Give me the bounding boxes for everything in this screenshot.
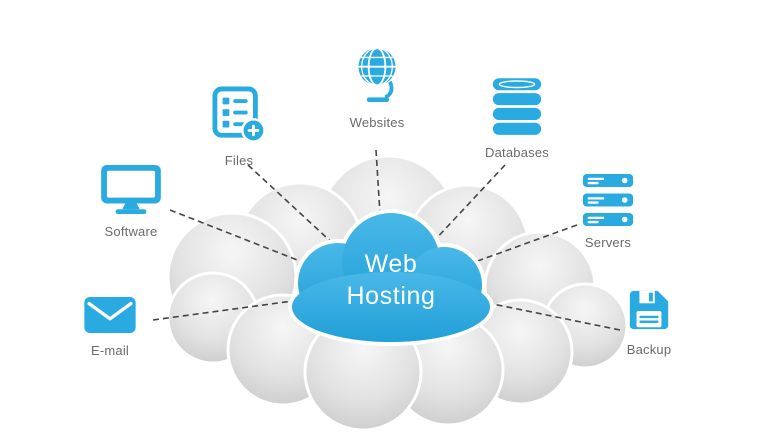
node-label: Backup — [626, 342, 672, 357]
connector-websites — [375, 149, 382, 231]
globe-icon — [358, 47, 396, 102]
database-icon — [492, 78, 542, 135]
node-label: E-mail — [90, 343, 130, 358]
document-add-icon — [212, 86, 266, 143]
envelope-icon — [84, 296, 136, 334]
node-email: E-mail — [60, 296, 160, 358]
gray-cloud — [166, 154, 629, 432]
node-label: Software — [104, 224, 158, 239]
central-cloud-title: Web Hosting — [291, 249, 491, 312]
title-line1: Web — [364, 250, 418, 278]
node-servers: Servers — [558, 174, 658, 250]
monitor-icon — [101, 164, 161, 215]
connector-email — [152, 299, 301, 321]
node-backup: Backup — [599, 287, 699, 357]
server-icon — [582, 174, 634, 226]
title-line2: Hosting — [346, 281, 436, 310]
connector-files — [247, 164, 341, 251]
node-label: Servers — [584, 235, 632, 250]
node-software: Software — [81, 164, 181, 239]
node-files: Files — [189, 86, 289, 168]
connector-software — [169, 209, 311, 266]
node-label: Databases — [485, 145, 549, 160]
node-databases: Databases — [467, 78, 567, 160]
connector-backup — [487, 302, 621, 331]
blue-cloud — [288, 209, 494, 346]
node-label: Websites — [349, 115, 405, 130]
node-websites: Websites — [327, 46, 427, 130]
floppy-disk-icon — [629, 290, 669, 330]
node-label: Files — [224, 153, 254, 168]
connector-servers — [471, 224, 578, 264]
connector-databases — [432, 164, 506, 243]
